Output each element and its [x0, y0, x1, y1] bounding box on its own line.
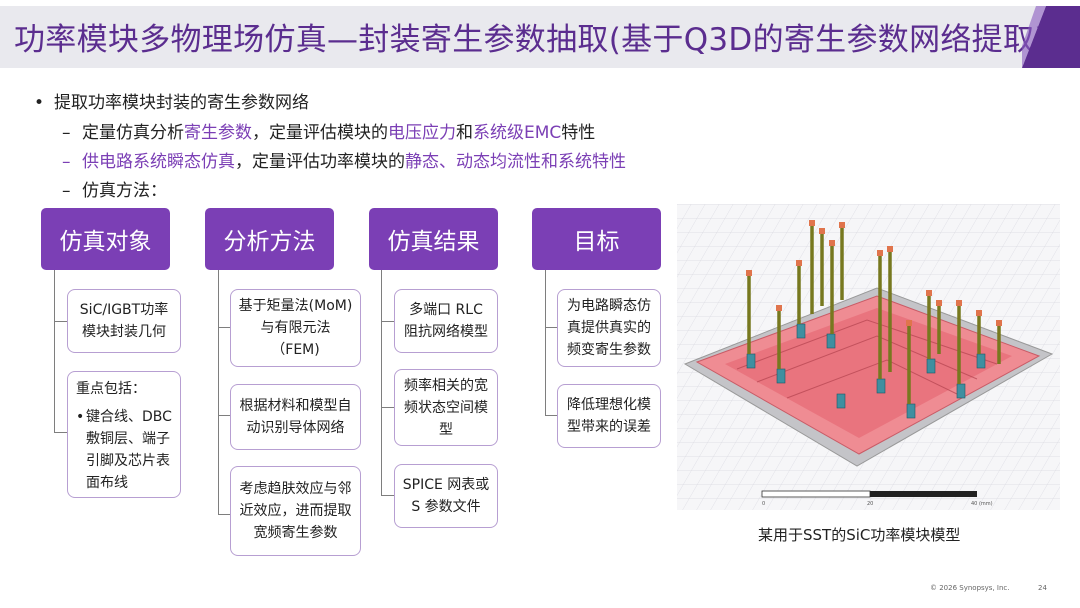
key-items-content: 重点包括： • 键合线、DBC敷铜层、端子引脚及芯片表面布线	[76, 378, 172, 494]
header-simulation-result: 仿真结果	[369, 208, 498, 270]
sub1-part-f: 系统级EMC	[473, 123, 562, 143]
connector-col3	[381, 321, 394, 322]
sub3-text: 仿真方法：	[82, 181, 167, 201]
card-key-items: 重点包括： • 键合线、DBC敷铜层、端子引脚及芯片表面布线	[67, 371, 181, 498]
scale-label-40: 40 (mm)	[971, 501, 993, 507]
sub1-part-b: 寄生参数	[184, 123, 252, 143]
card-reduce-error: 降低理想化模型带来的误差	[557, 384, 661, 448]
card-spice: SPICE 网表或S 参数文件	[394, 464, 498, 528]
sub2-part-a: 供电路系统瞬态仿真	[82, 152, 235, 172]
sub1-part-e: 和	[456, 123, 473, 143]
bullet-main: • 提取功率模块封装的寄生参数网络	[34, 88, 309, 113]
connector-col3	[381, 270, 382, 495]
connector-col1	[54, 321, 68, 322]
sub1-part-g: 特性	[561, 123, 596, 143]
header-goal: 目标	[532, 208, 661, 270]
header-analysis-method: 分析方法	[205, 208, 334, 270]
dash-marker: –	[62, 152, 71, 172]
sub1-part-c: ，定量评估模块的	[252, 123, 388, 143]
scale-label-0: 0	[762, 501, 765, 507]
dash-marker: –	[62, 181, 71, 201]
card-package-geometry: SiC/IGBT功率模块封装几何	[67, 289, 181, 353]
copyright: © 2026 Synopsys, Inc.	[930, 584, 1010, 592]
connector-col2	[218, 270, 219, 514]
connector-col1	[54, 432, 68, 433]
connector-col2	[218, 415, 230, 416]
key-items-bullet: • 键合线、DBC敷铜层、端子引脚及芯片表面布线	[76, 406, 172, 494]
card-auto-identify: 根据材料和模型自动识别导体网络	[230, 384, 361, 450]
connector-col4	[545, 270, 546, 415]
sic-module-model-image: 0 20 40 (mm)	[677, 204, 1060, 510]
sub1-part-a: 定量仿真分析	[82, 123, 184, 143]
card-mom-fem: 基于矩量法(MoM) 与有限元法（FEM)	[230, 289, 361, 367]
connector-col2	[218, 514, 230, 515]
title-bar	[0, 6, 1080, 68]
sub-bullet-3: –仿真方法：	[62, 176, 167, 201]
page-number: 24	[1038, 584, 1047, 592]
bullet-marker: •	[34, 93, 45, 113]
model-caption: 某用于SST的SiC功率模块模型	[758, 526, 961, 544]
connector-col3	[381, 495, 394, 496]
key-items-text: 键合线、DBC敷铜层、端子引脚及芯片表面布线	[86, 409, 172, 491]
dash-marker: –	[62, 123, 71, 143]
header-simulation-object: 仿真对象	[41, 208, 170, 270]
card-transient-goal: 为电路瞬态仿真提供真实的频变寄生参数	[557, 289, 661, 367]
scale-label-20: 20	[867, 501, 873, 507]
card-skin-effect: 考虑趋肤效应与邻近效应，进而提取宽频寄生参数	[230, 466, 361, 556]
connector-col1	[54, 270, 55, 432]
title-accent-shape	[1022, 6, 1080, 68]
key-items-title: 重点包括：	[76, 381, 146, 397]
card-rlc-model: 多端口 RLC 阻抗网络模型	[394, 289, 498, 353]
sub-bullet-2: –供电路系统瞬态仿真，定量评估功率模块的静态、动态均流性和系统特性	[62, 147, 626, 172]
connector-col3	[381, 407, 394, 408]
sub-bullet-1: –定量仿真分析寄生参数，定量评估模块的电压应力和系统级EMC特性	[62, 118, 595, 143]
page-title: 功率模块多物理场仿真—封装寄生参数抽取(基于Q3D的寄生参数网络提取)	[14, 22, 1047, 58]
sub1-part-d: 电压应力	[388, 123, 456, 143]
connector-col4	[545, 327, 557, 328]
sub2-part-c: 静态、动态均流性和系统特性	[405, 152, 626, 172]
bullet-main-text: 提取功率模块封装的寄生参数网络	[54, 93, 309, 113]
card-state-space: 频率相关的宽频状态空间模型	[394, 369, 498, 446]
bullet-dot: •	[76, 409, 85, 425]
connector-col2	[218, 327, 230, 328]
connector-col4	[545, 415, 557, 416]
sub2-part-b: ，定量评估功率模块的	[235, 152, 405, 172]
